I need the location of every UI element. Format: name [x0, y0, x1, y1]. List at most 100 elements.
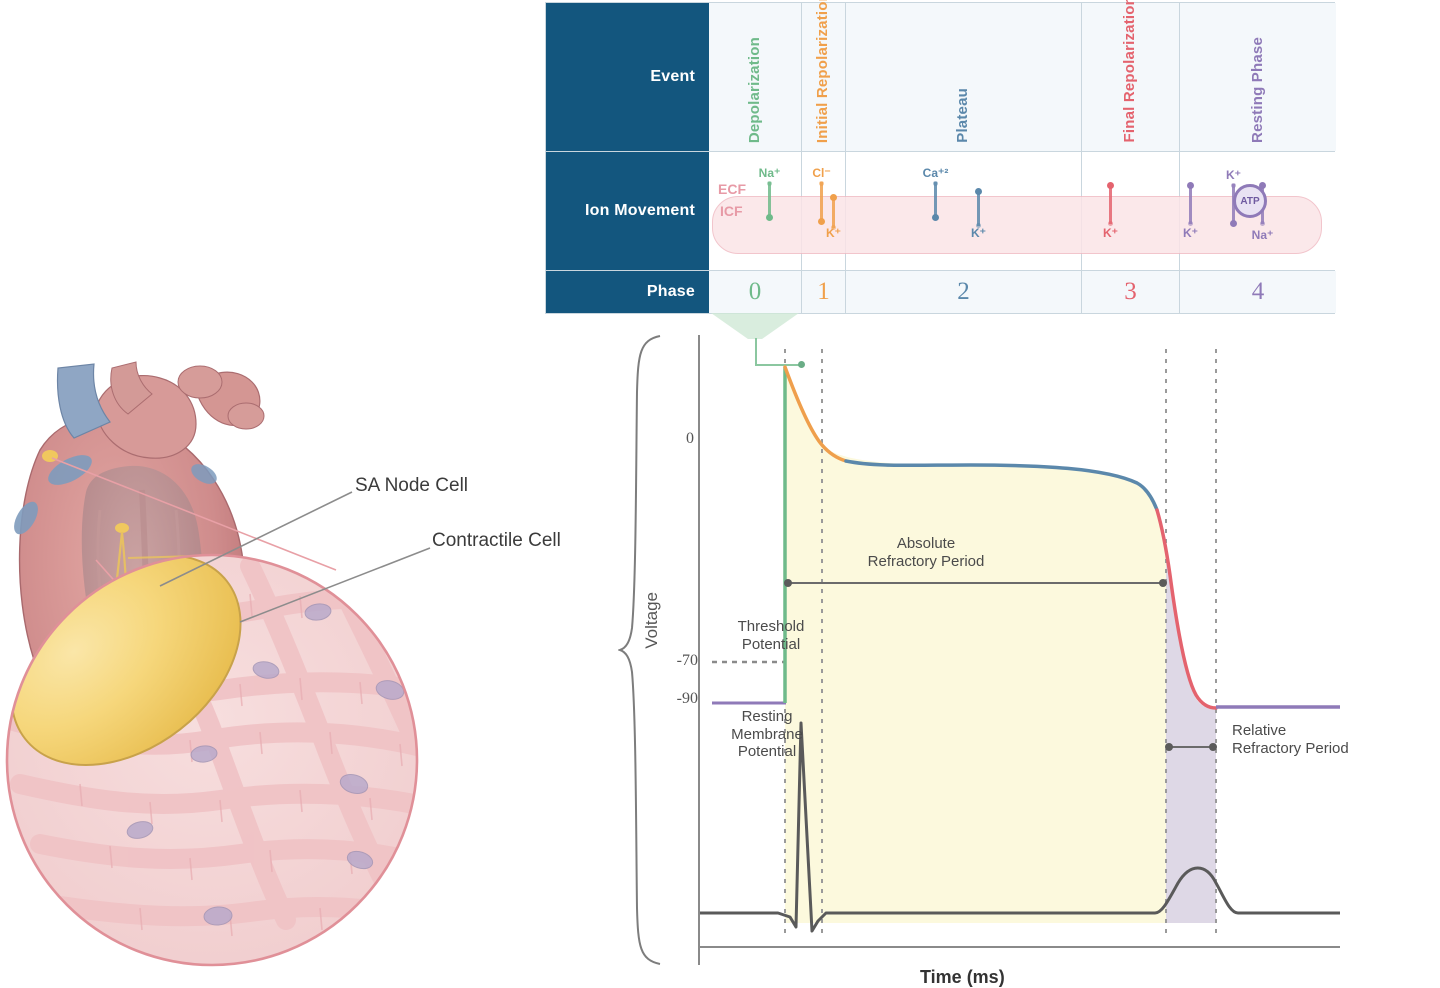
phase-cells: 0 1 2 3 4: [709, 271, 1336, 313]
y-tick-minus90: -90: [676, 690, 698, 707]
ion-label: K⁺: [1183, 226, 1198, 240]
curve-phase3-final-repolarization: [1155, 508, 1218, 710]
phase-number-3: 3: [1124, 278, 1137, 305]
ion-arrowhead: [1187, 182, 1194, 189]
row-label-phase: Phase: [546, 271, 709, 313]
contractile-leader-line: [239, 547, 431, 623]
ion-label: K⁺: [971, 226, 986, 240]
rel-arrow-left-cap: [1165, 743, 1173, 751]
ion-arrowhead: [830, 194, 837, 201]
event-cell-final-repolarization: Final Repolarization: [1081, 0, 1179, 151]
row-label-ion-movement: Ion Movement: [546, 152, 709, 270]
phase-number-2: 2: [957, 278, 970, 305]
heart-anatomy-art: SA Node Cell Contractile Cell: [0, 360, 620, 980]
ion-label: K⁺: [1226, 168, 1241, 182]
funnel-vertical-line: [755, 338, 757, 366]
rel-arrow-right-cap: [1209, 743, 1217, 751]
ion-label: Na⁺: [758, 166, 781, 180]
magnified-tissue-circle: [5, 553, 419, 967]
ion-stem: [1109, 184, 1112, 224]
phase-cell-1: 1: [801, 271, 845, 313]
phase-cell-3: 3: [1081, 271, 1179, 313]
event-cells: Depolarization Initial Repolarization Pl…: [709, 0, 1336, 151]
contractile-cell-label: Contractile Cell: [432, 530, 561, 551]
ion-stem: [977, 190, 980, 226]
event-cell-resting-phase: Resting Phase: [1179, 3, 1336, 151]
event-label-resting-phase: Resting Phase: [1248, 37, 1266, 143]
relative-refractory-period-label: Relative Refractory Period: [1232, 722, 1349, 757]
ion-arrowhead: [932, 214, 939, 221]
icf-label: ICF: [720, 203, 743, 219]
y-tick-minus70: -70: [676, 652, 698, 669]
funnel-endpoint-dot: [798, 361, 805, 368]
av-node-marker: [115, 523, 129, 533]
ion-arrowhead: [975, 188, 982, 195]
event-label-plateau: Plateau: [954, 88, 972, 143]
event-cell-initial-repolarization: Initial Repolarization: [801, 0, 845, 151]
y-tick-0: 0: [686, 430, 694, 447]
ion-label: Ca⁺²: [922, 166, 949, 180]
ion-stem: [768, 182, 771, 218]
ion-stem: [934, 182, 937, 218]
sa-node-cell-label: SA Node Cell: [355, 475, 469, 496]
abs-arrow-right-cap: [1159, 579, 1167, 587]
contractile-cell-brace: [618, 335, 661, 965]
ecg-trace: [700, 721, 1340, 933]
absolute-refractory-shade: [785, 367, 1166, 923]
curve-phase2-plateau: [844, 459, 1159, 512]
phase-number-0: 0: [748, 278, 762, 305]
phase-table: Event Depolarization Initial Repolarizat…: [545, 0, 1336, 314]
ion-tail: [831, 225, 836, 230]
event-label-depolarization: Depolarization: [745, 36, 763, 143]
ion-tail: [1231, 183, 1236, 188]
phase-cell-4: 4: [1179, 271, 1336, 313]
ion-tail: [767, 181, 772, 186]
resting-membrane-potential-label: Resting Membrane Potential: [731, 708, 803, 761]
event-cell-plateau: Plateau: [845, 3, 1081, 151]
ion-arrowhead: [1230, 220, 1237, 227]
relative-refractory-shade: [1166, 550, 1216, 923]
ion-stem: [1189, 184, 1192, 224]
absolute-refractory-period-label: Absolute Refractory Period: [867, 535, 985, 570]
phase-cell-0: 0: [709, 271, 801, 313]
sa-node-leader-line: [159, 491, 353, 587]
magnify-guide-top: [51, 457, 337, 571]
ion-stem: [820, 182, 823, 222]
ion-label: K⁺: [1103, 226, 1118, 240]
ion-tail: [1188, 221, 1193, 226]
ion-tail: [1108, 221, 1113, 226]
abs-arrow-left-cap: [784, 579, 792, 587]
ion-arrowhead: [818, 218, 825, 225]
ecf-label: ECF: [718, 181, 746, 197]
phase-number-4: 4: [1251, 278, 1265, 305]
action-potential-graph: 0 -70 -90 Voltage Time (ms): [620, 330, 1349, 987]
x-axis-label: Time (ms): [920, 967, 1005, 987]
curve-phase1-initial-repolarization: [783, 365, 848, 463]
ion-tail: [933, 181, 938, 186]
table-row-phase: Phase 0 1 2 3 4: [546, 271, 1336, 313]
anatomy-svg: [5, 361, 431, 967]
ion-label: K⁺: [826, 226, 841, 240]
atp-pump-icon: ATP: [1233, 184, 1267, 218]
phase-number-1: 1: [817, 278, 830, 305]
threshold-potential-label: Threshold Potential: [737, 618, 805, 653]
y-axis-line: [698, 335, 700, 965]
ion-arrowhead: [766, 214, 773, 221]
ion-label: Na⁺: [1251, 228, 1274, 242]
ion-tail: [976, 223, 981, 228]
ion-tail: [819, 181, 824, 186]
funnel-horizontal-line: [755, 364, 803, 366]
row-label-event: Event: [546, 3, 709, 151]
plot-svg: [700, 349, 1340, 935]
ion-arrowhead: [1259, 182, 1266, 189]
phase-cell-2: 2: [845, 271, 1081, 313]
ion-label: Cl⁻: [812, 166, 831, 180]
x-axis-line: [698, 946, 1340, 948]
ion-tail: [1260, 221, 1265, 226]
membrane-band: [712, 196, 1322, 254]
table-row-event: Event Depolarization Initial Repolarizat…: [546, 0, 1336, 151]
ion-arrowhead: [1107, 182, 1114, 189]
ion-stem: [832, 196, 835, 228]
event-label-initial-repolarization: Initial Repolarization: [814, 0, 832, 143]
